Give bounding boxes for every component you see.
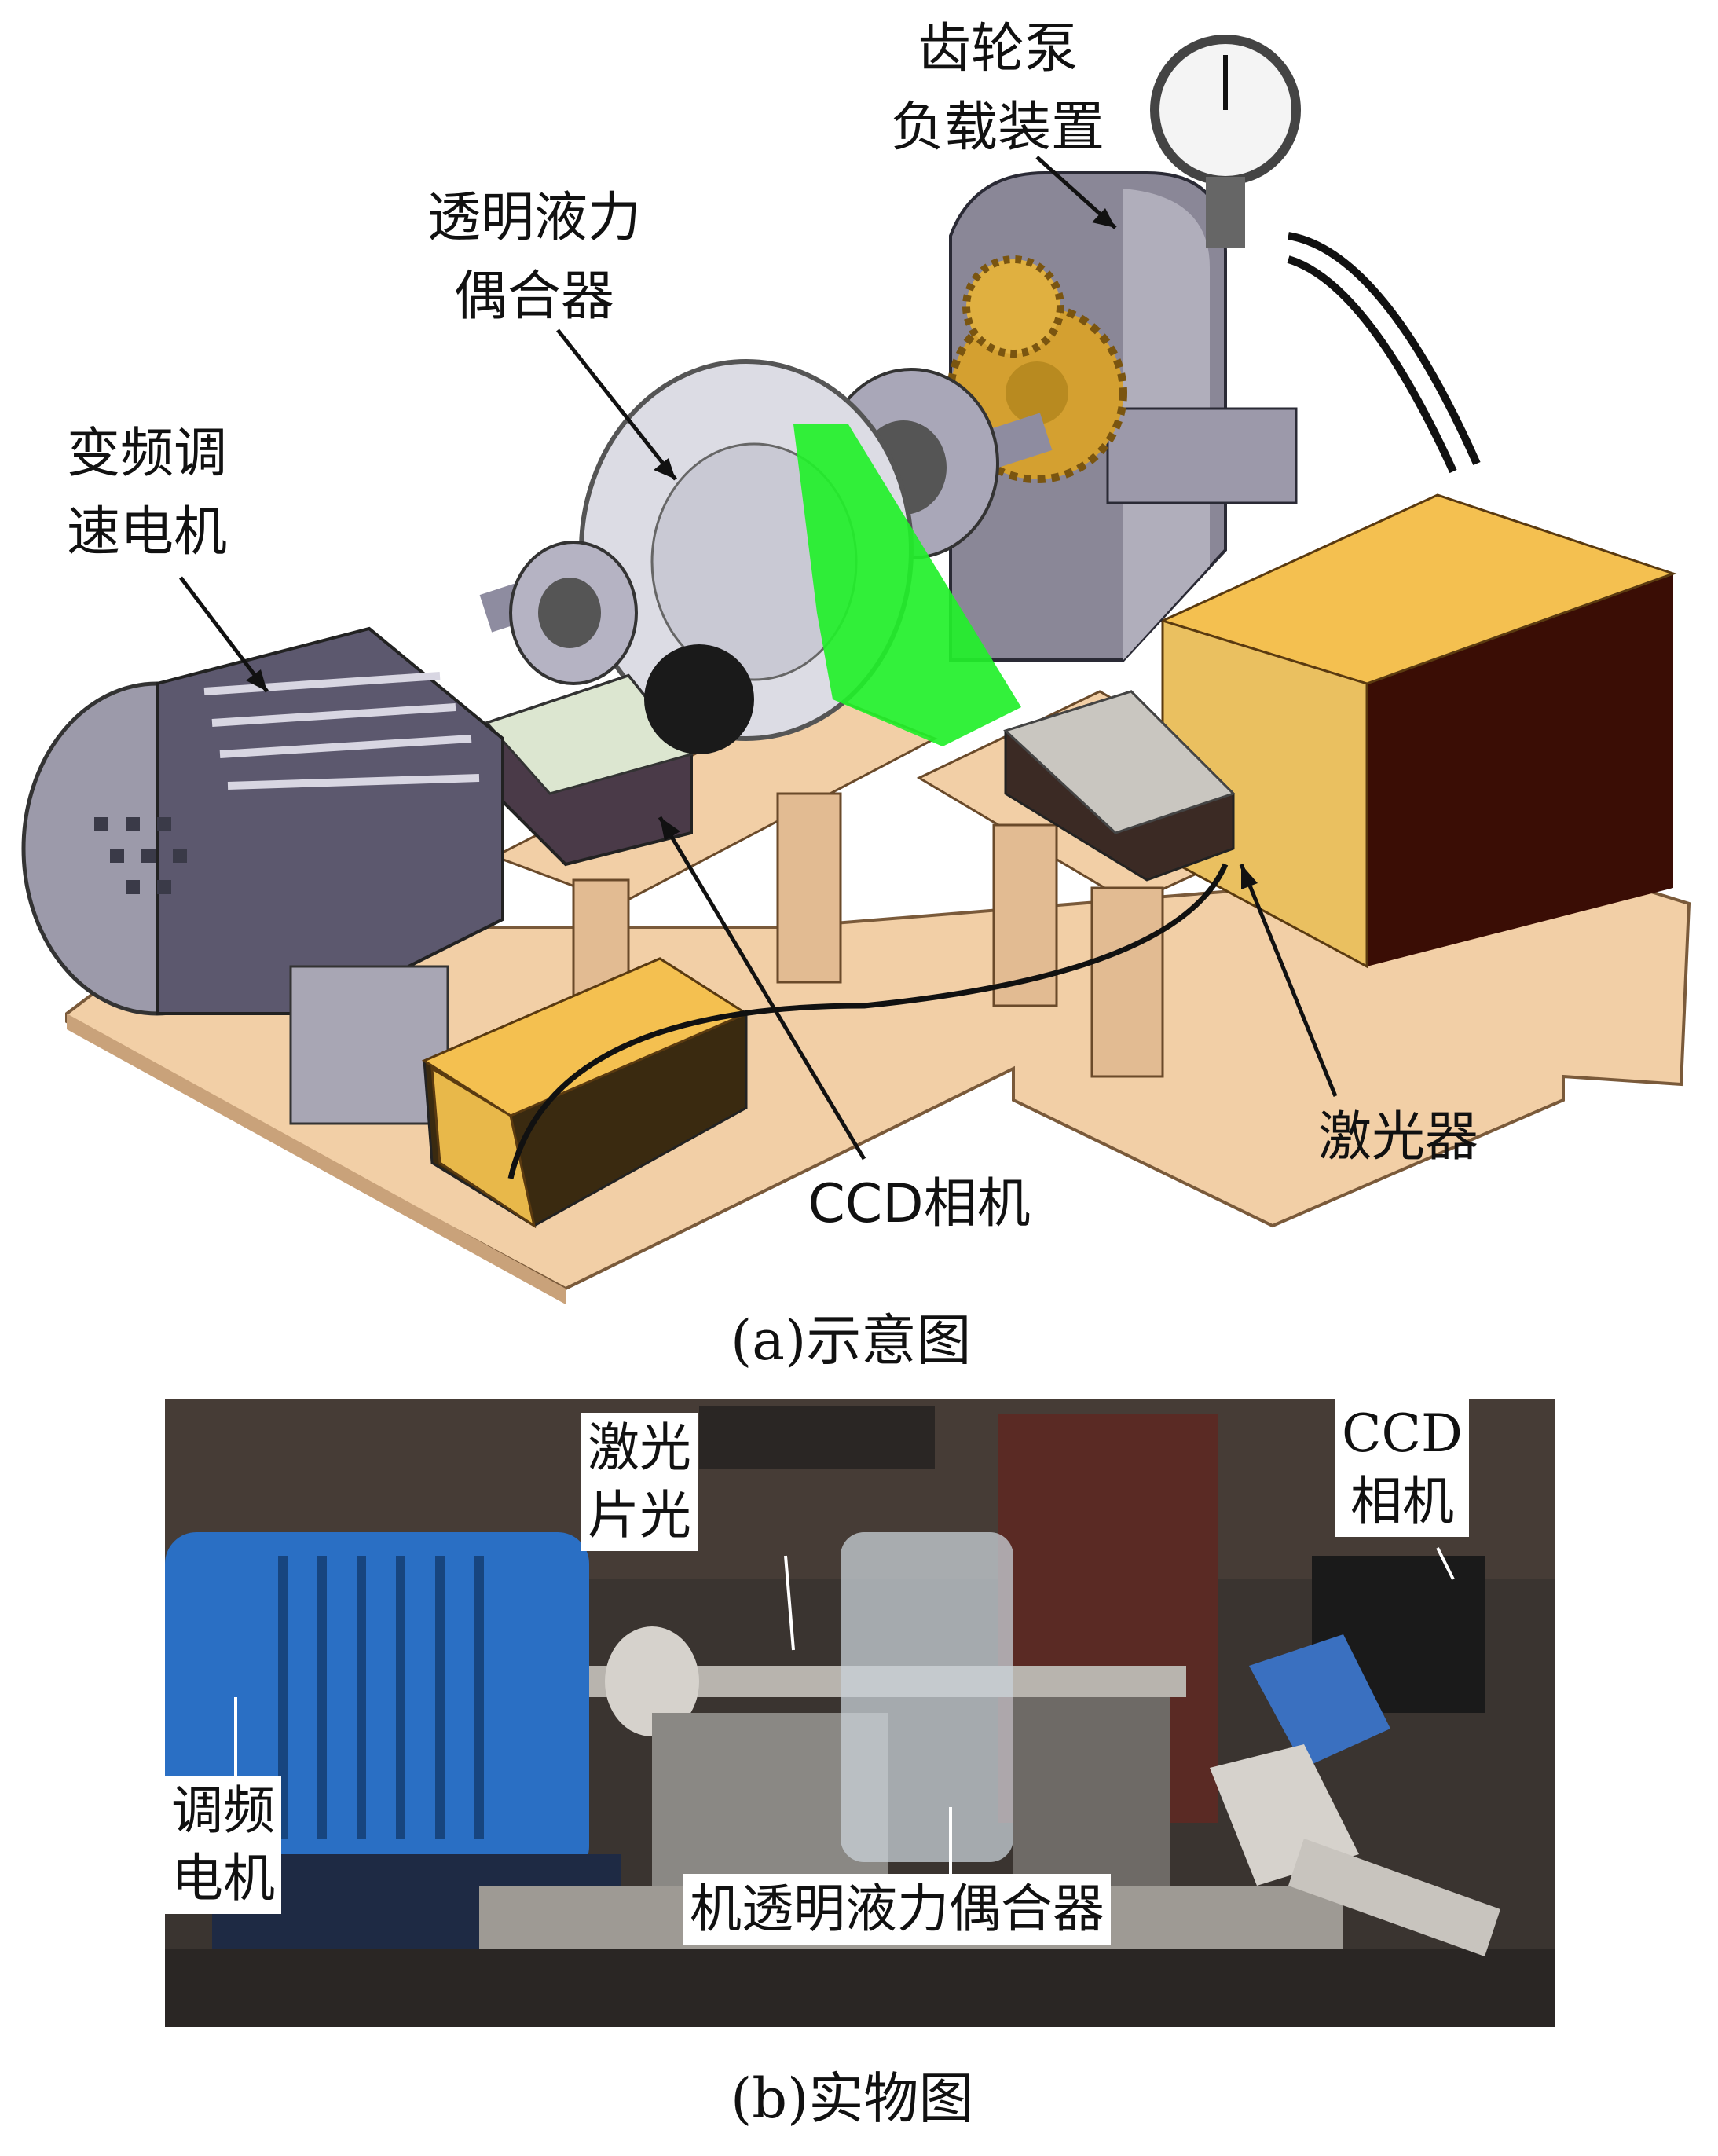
- label-laser: 激光器: [1317, 1106, 1478, 1168]
- photo-label-coupling: 机透明液力偶合器: [683, 1874, 1111, 1945]
- photo-label-sheet-light-2: 片光: [588, 1485, 691, 1546]
- label-ccd-camera: CCD相机: [808, 1173, 1031, 1235]
- caption-a: (a)示意图: [731, 1308, 972, 1373]
- label-gear-pump-1: 齿轮泵: [917, 18, 1078, 80]
- photo-label-motor: 调频 电机: [165, 1776, 281, 1914]
- photo-label-motor-2: 电机: [171, 1848, 275, 1908]
- caption-b: (b)实物图: [731, 2066, 974, 2131]
- motor-body: [156, 626, 504, 1015]
- panel-b-photo: 激光 片光 CCD 相机 调频 电机 机透明液力偶合器: [165, 1399, 1555, 2027]
- panel-a-schematic: 齿轮泵 负载装置 透明液力 偶合器 变频调 速电机 激光器 CCD相机 (a)示…: [21, 18, 1691, 1373]
- label-gear-pump-2: 负载装置: [890, 97, 1104, 159]
- photo-bearing: [605, 1626, 699, 1736]
- label-coupling-1: 透明液力: [427, 187, 641, 249]
- photo-label-ccd-2: 相机: [1350, 1471, 1454, 1531]
- label-motor-2: 速电机: [67, 501, 228, 563]
- photo-label-motor-1: 调频: [171, 1780, 275, 1841]
- schematic-drawing: [21, 35, 1691, 1304]
- laser-light-sheet: [793, 424, 1021, 746]
- photo-label-ccd-1: CCD: [1342, 1403, 1463, 1464]
- photo-label-sheet-light-1: 激光: [588, 1417, 691, 1478]
- arrow-coupling: [556, 328, 677, 481]
- photo-image: [165, 1399, 1555, 2027]
- photo-label-sheet-light: 激光 片光: [581, 1413, 698, 1551]
- label-coupling-2: 偶合器: [453, 266, 614, 328]
- arrow-laser: [1239, 864, 1338, 1097]
- arrow-motor: [179, 576, 269, 693]
- label-motor-1: 变频调: [67, 423, 228, 485]
- photo-coupling: [841, 1532, 1013, 1862]
- gear-small: [962, 255, 1064, 358]
- arrow-ccd: [658, 816, 866, 1160]
- photo-label-ccd: CCD 相机: [1335, 1399, 1469, 1537]
